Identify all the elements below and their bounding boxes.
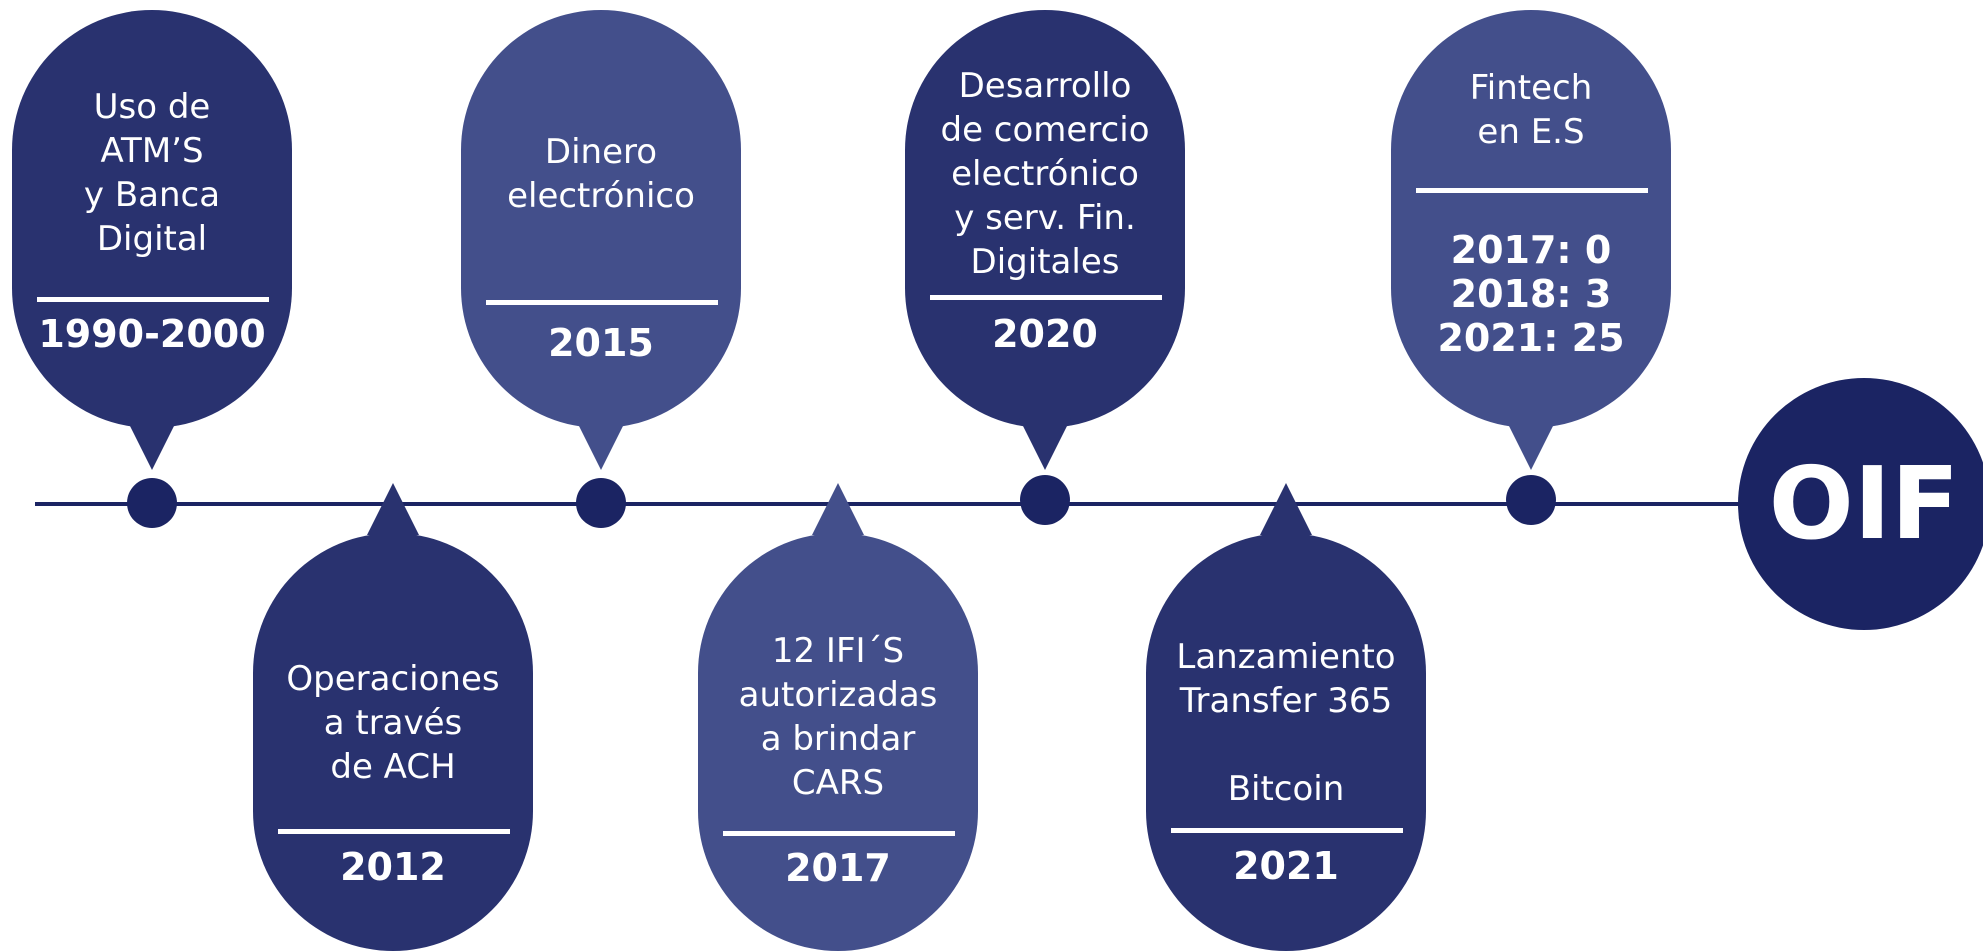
milestone-description: Desarrollo de comercio electrónico y ser…	[940, 66, 1150, 282]
timeline-axis	[35, 502, 1795, 506]
milestone-description: Dinero electrónico	[507, 132, 695, 216]
milestone-2020: Desarrollo de comercio electrónico y ser…	[905, 10, 1185, 470]
milestone-1990-2000: Uso de ATM’S y Banca Digital 1990-2000	[12, 10, 292, 470]
milestone-pointer	[812, 483, 864, 535]
milestone-2017: 12 IFI´S autorizadas a brindar CARS 2017	[698, 483, 978, 951]
timeline-dot-2015	[576, 478, 626, 528]
milestone-year: 2021	[1233, 844, 1339, 888]
milestone-pointer	[367, 483, 419, 535]
milestone-description: Fintech en E.S	[1469, 68, 1593, 152]
milestone-year: 2017	[785, 846, 891, 890]
milestone-divider	[486, 300, 718, 305]
milestone-divider	[37, 297, 269, 302]
milestone-pointer	[1505, 418, 1557, 470]
timeline-dot-fintech	[1506, 475, 1556, 525]
milestone-divider	[723, 831, 955, 836]
milestone-divider	[278, 829, 510, 834]
milestone-description: 12 IFI´S autorizadas a brindar CARS	[738, 631, 938, 803]
milestone-year: 2017: 0 2018: 3 2021: 25	[1437, 228, 1625, 360]
milestone-divider	[1171, 828, 1403, 833]
milestone-2015: Dinero electrónico 2015	[461, 10, 741, 470]
milestone-description: Uso de ATM’S y Banca Digital	[83, 87, 221, 259]
timeline-dot-2020	[1020, 475, 1070, 525]
milestone-year: 2015	[548, 321, 654, 365]
milestone-pointer	[1019, 418, 1071, 470]
milestone-fintech: Fintech en E.S 2017: 0 2018: 3 2021: 25	[1391, 10, 1671, 470]
milestone-year: 1990-2000	[38, 312, 266, 356]
milestone-divider	[930, 295, 1162, 300]
milestone-year: 2012	[340, 845, 446, 889]
oif-endpoint-circle: OIF	[1738, 378, 1983, 630]
milestone-pointer	[1260, 483, 1312, 535]
milestone-pointer	[126, 418, 178, 470]
timeline-dot-1990-2000	[127, 478, 177, 528]
milestone-year: 2020	[992, 312, 1098, 356]
milestone-pointer	[575, 418, 627, 470]
milestone-divider	[1416, 188, 1648, 193]
milestone-2021: Lanzamiento Transfer 365 Bitcoin 2021	[1146, 483, 1426, 951]
milestone-description: Lanzamiento Transfer 365 Bitcoin	[1176, 637, 1396, 809]
oif-label: OIF	[1768, 445, 1960, 562]
milestone-description: Operaciones a través de ACH	[286, 659, 500, 787]
milestone-2012: Operaciones a través de ACH 2012	[253, 483, 533, 951]
